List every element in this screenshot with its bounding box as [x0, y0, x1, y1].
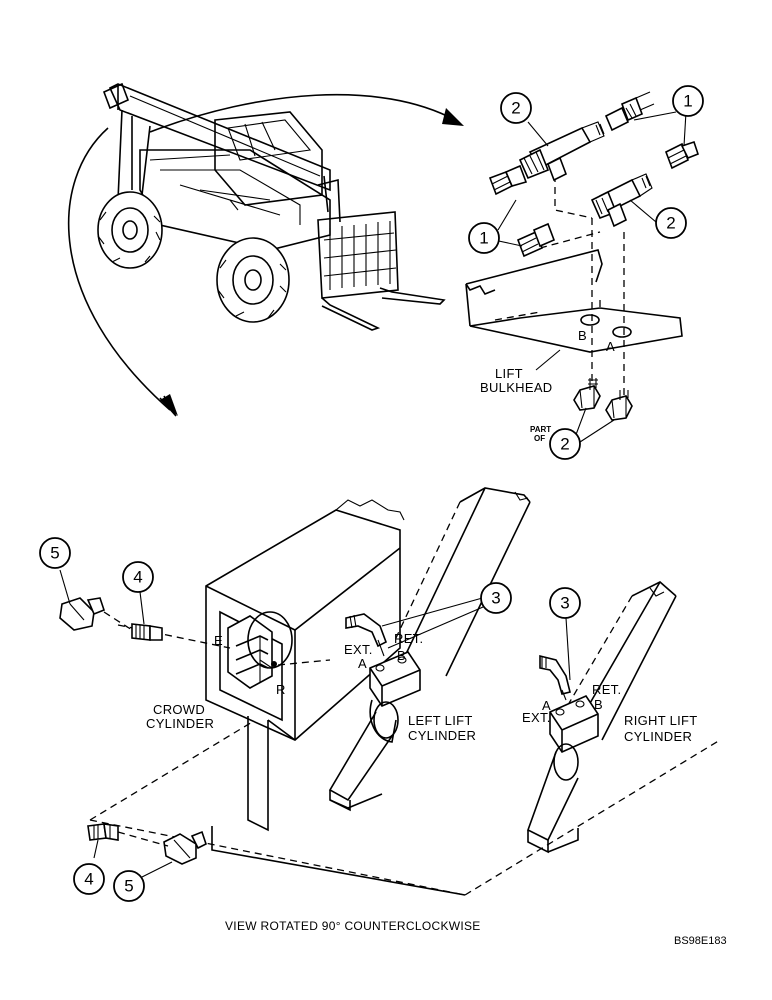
svg-text:3: 3	[491, 589, 500, 608]
port-a-hole	[612, 326, 632, 338]
left-lift-cylinder-label-1: LEFT LIFT	[408, 713, 473, 728]
arrow-right	[149, 93, 464, 133]
callout-4-lower: 4	[73, 863, 105, 895]
elbow-fitting-lower	[163, 830, 207, 865]
callout-2-upper: 2	[500, 92, 532, 124]
svg-text:5: 5	[50, 544, 59, 563]
bulkhead-tee-upper	[518, 121, 605, 182]
part-of-label-1: PART	[530, 425, 551, 434]
adapter-fitting-top	[604, 91, 655, 132]
bulkhead-tee-lower	[590, 173, 653, 228]
svg-text:4: 4	[84, 870, 93, 889]
left-a-label: A	[358, 656, 367, 671]
callout-2-right: 2	[655, 207, 687, 239]
left-lift-cylinder-label-2: CYLINDER	[408, 728, 476, 743]
svg-text:5: 5	[124, 877, 133, 896]
left-b-label: B	[397, 648, 406, 663]
right-ret-label: RET.	[592, 682, 621, 697]
right-port-a	[555, 708, 565, 716]
hex-nut-b	[573, 385, 601, 411]
port-b-label-top: B	[578, 328, 587, 343]
svg-text:3: 3	[560, 594, 569, 613]
left-port-a	[375, 664, 385, 672]
crowd-cylinder-label-1: CROWD	[153, 702, 205, 717]
callout-5-upper: 5	[39, 537, 71, 569]
callout-1-left: 1	[468, 222, 500, 254]
lift-bulkhead-label-2: BULKHEAD	[480, 380, 552, 395]
adapter-fitting-crowd-lower	[87, 823, 119, 841]
view-caption: VIEW ROTATED 90° COUNTERCLOCKWISE	[225, 919, 481, 933]
svg-text:1: 1	[683, 92, 692, 111]
right-port-b	[575, 700, 585, 708]
bulkhead-assembly	[465, 91, 699, 443]
callout-3-left: 3	[480, 582, 512, 614]
callout-5-lower: 5	[113, 870, 145, 902]
crowd-port-r	[271, 661, 277, 667]
left-lift-cylinder	[328, 487, 531, 812]
left-ret-label: RET.	[394, 631, 423, 646]
left-hose-fitting	[345, 613, 388, 648]
port-a-label-top: A	[606, 339, 615, 354]
callout-4-upper: 4	[122, 561, 154, 593]
adapter-fitting-right	[664, 140, 699, 170]
crowd-port-r-label: R	[276, 682, 286, 697]
callout-3-right: 3	[549, 587, 581, 619]
svg-text:4: 4	[133, 568, 142, 587]
right-a-label: A	[542, 698, 551, 713]
svg-text:2: 2	[666, 214, 675, 233]
curved-arrow-down	[67, 127, 178, 417]
lift-bulkhead-label-1: LIFT	[495, 366, 523, 381]
callout-1-upper-right: 1	[672, 85, 704, 117]
left-port-b	[397, 656, 407, 664]
right-b-label: B	[594, 697, 603, 712]
part-of-label-2: OF	[534, 434, 545, 443]
right-lift-cylinder-label-1: RIGHT LIFT	[624, 713, 698, 728]
adapter-fitting-left	[488, 164, 528, 196]
hex-nut-a	[605, 395, 633, 421]
right-hose-fitting	[539, 654, 571, 695]
telehandler-illustration	[97, 82, 446, 331]
right-ext-label: EXT.	[522, 710, 551, 725]
right-lift-cylinder	[527, 581, 677, 854]
crowd-cylinder-label-2: CYLINDER	[146, 716, 214, 731]
svg-text:2: 2	[511, 99, 520, 118]
port-b-hole	[580, 314, 600, 326]
crowd-port-e-label: E	[214, 633, 223, 648]
adapter-fitting-crowd-upper	[131, 623, 163, 641]
crowd-cylinder-block	[117, 499, 405, 832]
callout-2-part-of: 2	[549, 428, 581, 460]
elbow-fitting-upper	[59, 597, 105, 631]
left-ext-label: EXT.	[344, 642, 373, 657]
figure-code: BS98E183	[674, 935, 727, 947]
svg-text:2: 2	[560, 435, 569, 454]
svg-text:1: 1	[479, 229, 488, 248]
right-lift-cylinder-label-2: CYLINDER	[624, 729, 692, 744]
adapter-fitting-lower	[516, 222, 556, 258]
